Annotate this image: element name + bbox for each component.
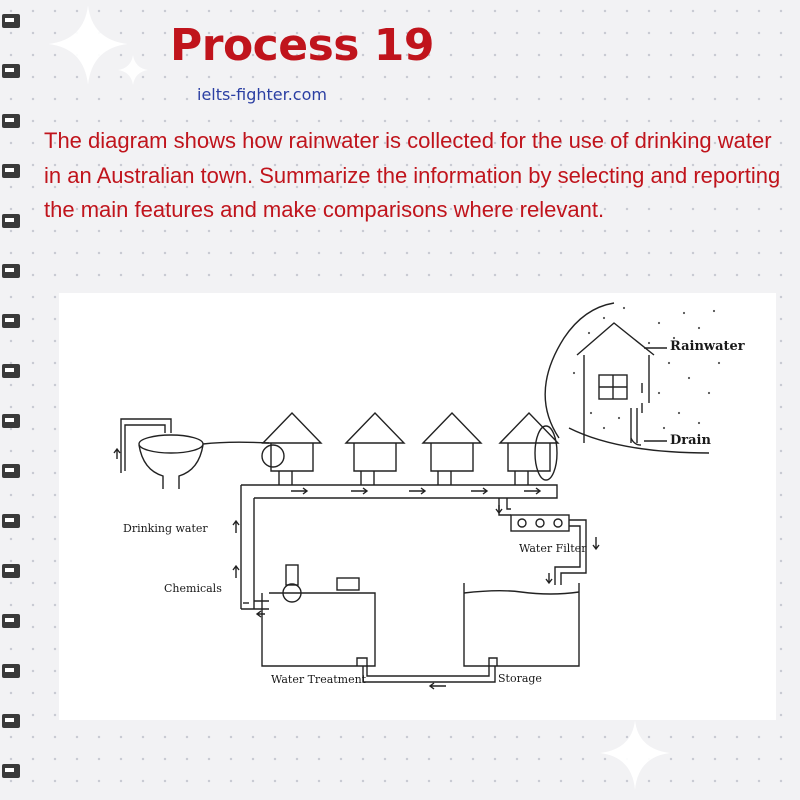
label-storage: Storage [498, 672, 542, 685]
label-rainwater: Rainwater [670, 339, 745, 354]
label-drain: Drain [670, 433, 711, 448]
sparkle-top-left-icon [48, 5, 148, 85]
label-water-filter: Water Filter [519, 542, 587, 555]
notebook-binding [2, 14, 20, 778]
label-chemicals: Chemicals [164, 582, 222, 595]
diagram-drawing [113, 302, 721, 690]
website-link[interactable]: ielts-fighter.com [197, 85, 327, 104]
label-drinking-water: Drinking water [123, 522, 208, 535]
task-description: The diagram shows how rainwater is colle… [44, 128, 781, 222]
sparkle-bottom-right-icon [600, 720, 670, 790]
label-water-treatment: Water Treatment [271, 673, 367, 686]
rainwater-process-diagram: Rainwater Drain Drinking water Water Fil… [59, 293, 776, 720]
page-title: Process 19 [170, 20, 435, 71]
